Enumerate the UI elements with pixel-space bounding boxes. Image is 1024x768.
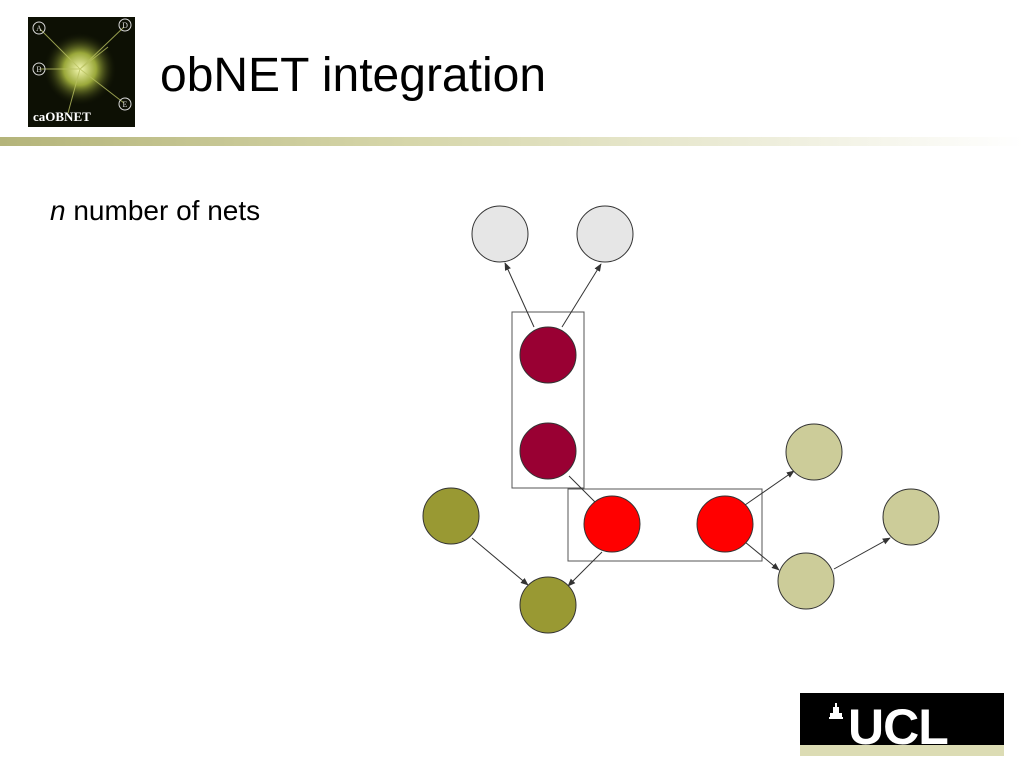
- ucl-text: UCL: [848, 699, 948, 755]
- title-underline: [0, 137, 1024, 146]
- caobnet-logo: A B D E caOBNET: [28, 17, 135, 127]
- subtitle: n number of nets: [50, 195, 260, 227]
- node-red-left: [583, 495, 641, 553]
- building-icon: [829, 703, 843, 719]
- node-khaki-right: [882, 488, 940, 546]
- group-box-horizontal: [567, 488, 763, 562]
- edge-red-to-khaki-bottom: [744, 541, 780, 571]
- logo-text: caOBNET: [33, 109, 91, 124]
- node-gray-right: [576, 205, 634, 263]
- subtitle-variable: n: [50, 195, 66, 226]
- node-gray-left: [471, 205, 529, 263]
- ucl-logo: UCL: [800, 693, 1004, 756]
- node-red-right: [696, 495, 754, 553]
- node-khaki-bottom: [777, 552, 835, 610]
- logo-letter-b: B: [36, 65, 41, 74]
- logo-letter-d: D: [122, 21, 128, 30]
- page-title: obNET integration: [160, 49, 547, 102]
- logo-letter-e: E: [123, 100, 128, 109]
- edge-maroon-to-gray-left: [504, 262, 535, 328]
- node-olive-left: [422, 487, 480, 545]
- edge-khaki-to-khaki: [833, 537, 891, 570]
- subtitle-text: number of nets: [65, 195, 261, 226]
- edge-red-to-olive: [567, 551, 603, 587]
- edge-red-to-khaki-top: [744, 470, 795, 506]
- node-maroon-bottom: [519, 422, 577, 480]
- group-box-vertical: [511, 311, 585, 489]
- node-khaki-top: [785, 423, 843, 481]
- edge-maroon-to-gray-right: [561, 263, 602, 328]
- logo-letter-a: A: [36, 24, 42, 33]
- node-maroon-top: [519, 326, 577, 384]
- edge-olive-to-olive: [471, 537, 529, 586]
- node-olive-bottom: [519, 576, 577, 634]
